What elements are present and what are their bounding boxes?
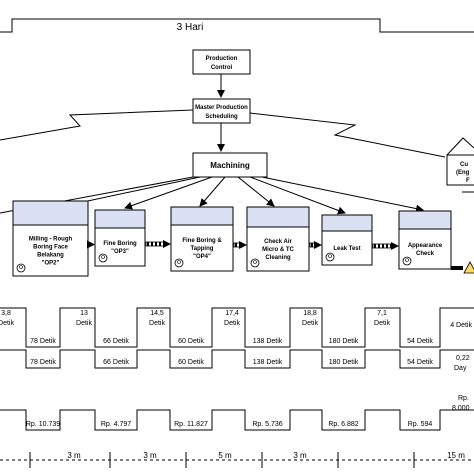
- customer-label-1: Cu: [460, 162, 468, 168]
- distance-label: 15 m: [447, 451, 465, 460]
- process-label: Check Air: [264, 239, 292, 245]
- timeline-value: 180 Detik: [329, 359, 359, 366]
- timeline-value: Rp. 11.827: [174, 421, 208, 428]
- timeline-value: 180 Detik: [329, 338, 359, 345]
- value-time-row-2: 78 Detik 66 Detik 60 Detik 138 Detik 180 Det…: [0, 349, 474, 369]
- machining-box: Machining: [192, 152, 268, 178]
- timeline-value: 78 Detik: [30, 338, 56, 345]
- distance-label: 3 m: [67, 451, 81, 460]
- timeline-value: Rp. 4.797: [101, 421, 131, 428]
- operator-icon: [16, 263, 26, 273]
- process-label: Check: [416, 251, 435, 257]
- operator-icon: [98, 253, 108, 263]
- operator-icon: [325, 252, 335, 262]
- cycle-time-label: 7,1: [377, 310, 387, 317]
- distance-label: 5 m: [218, 451, 232, 460]
- machining-label: Machining: [210, 161, 250, 170]
- right-days-unit: Day: [454, 365, 467, 372]
- value-time-row: 78 Detik 66 Detik 60 Detik 138 Detik 180 Det…: [0, 307, 474, 348]
- push-arrow: [233, 241, 247, 249]
- lead-time-bracket: 3 Hari: [0, 18, 474, 33]
- operator-icon: [174, 258, 184, 268]
- cycle-time-label: 17,4: [225, 310, 239, 317]
- right-cost-label: Rp.: [458, 395, 469, 402]
- customer-label-3: F: [466, 178, 470, 184]
- cycle-time-label: Detik: [149, 320, 165, 327]
- cycle-time-label: Detik: [76, 320, 92, 327]
- cycle-time-label: Detik: [374, 320, 390, 327]
- timeline-value: 66 Detik: [103, 338, 129, 345]
- timeline-value: 138 Detik: [253, 359, 283, 366]
- timeline-value: 78 Detik: [30, 359, 56, 366]
- timeline-value: 138 Detik: [253, 338, 283, 345]
- right-days-value: 0,22: [456, 355, 470, 362]
- distance-label: 3 m: [293, 451, 307, 460]
- production-control-label-2: Control: [211, 65, 233, 71]
- process-label: Cleaning: [265, 255, 291, 261]
- mps-label-1: Master Production: [195, 105, 248, 111]
- production-control-box: Production Control: [192, 49, 251, 75]
- timeline-value: Rp. 6.882: [328, 421, 358, 428]
- push-arrow: [145, 240, 171, 248]
- timeline-value: 60 Detik: [178, 359, 204, 366]
- right-cycle-time: 4 Detik: [450, 322, 472, 329]
- process-label: Leak Test: [333, 246, 360, 252]
- customer-label-2: (Eng: [456, 170, 470, 176]
- timeline-value: 60 Detik: [178, 338, 204, 345]
- process-label: Fine Boring: [103, 241, 137, 247]
- distance-row: 3 m 3 m 5 m 3 m 15 m: [0, 451, 474, 468]
- customer-box: Cu (Eng F: [446, 137, 474, 186]
- timeline-value: Rp. 10.739: [26, 421, 60, 428]
- cycle-time-label: 13: [80, 310, 88, 317]
- timeline-value: 54 Detik: [407, 338, 433, 345]
- process-label: Tapping: [191, 246, 214, 252]
- operator-icon: [402, 256, 412, 266]
- timeline-value: Rp. 5.736: [252, 421, 282, 428]
- cost-row: Rp. 10.739 Rp. 4.797 Rp. 11.827 Rp. 5.736 Rp…: [0, 409, 474, 431]
- process-label: Belakang: [37, 253, 64, 259]
- timeline-value: Rp. 594: [408, 421, 433, 428]
- cycle-time-label: Detik: [302, 320, 318, 327]
- push-arrow: [309, 241, 322, 249]
- info-flow-left: [0, 109, 194, 141]
- production-control-label-1: Production: [206, 56, 238, 62]
- process-label: Fine Boring &: [182, 238, 222, 244]
- push-arrow: [87, 240, 95, 249]
- process-label: "OP4": [193, 254, 211, 260]
- cycle-time-label: 18,8: [303, 310, 317, 317]
- inventory-triangle: [451, 261, 474, 274]
- operator-icon: [250, 258, 260, 268]
- cycle-time-label: 14,5: [150, 310, 164, 317]
- distance-label: 3 m: [143, 451, 157, 460]
- process-box-3: Fine Boring & Tapping "OP4": [170, 206, 234, 272]
- process-label: Micro & TC: [262, 247, 294, 253]
- mps-box: Master Production Scheduling: [192, 98, 251, 124]
- mps-label-2: Scheduling: [205, 114, 238, 120]
- cycle-time-label: Detik: [224, 320, 240, 327]
- cycle-time-label: Detik: [0, 320, 14, 327]
- lead-time-label: 3 Hari: [177, 22, 204, 33]
- right-cost-value: 8.000: [452, 405, 470, 412]
- timeline-value: 54 Detik: [407, 359, 433, 366]
- cycle-time-label: 3,8: [1, 310, 11, 317]
- process-label: "OP2": [42, 261, 60, 267]
- process-label: Appearance: [408, 243, 443, 249]
- process-box-5: Leak Test: [321, 214, 373, 266]
- info-flow-right: [249, 112, 446, 158]
- process-label: "OP3": [111, 249, 129, 255]
- process-label: Milling - Rough: [29, 237, 73, 243]
- process-box-2: Fine Boring "OP3": [94, 209, 146, 267]
- push-arrow: [372, 242, 399, 250]
- timeline-value: 66 Detik: [103, 359, 129, 366]
- process-label: Boring Face: [33, 245, 68, 251]
